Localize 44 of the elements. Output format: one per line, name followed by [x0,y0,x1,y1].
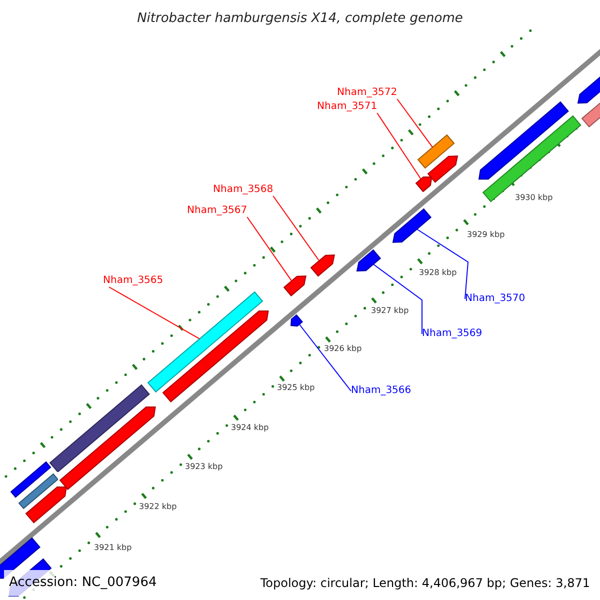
scale-label: 3927 kbp [371,306,409,316]
scale-label: 3923 kbp [185,462,223,472]
scale-label: 3926 kbp [324,344,362,354]
gene-feature [10,461,52,499]
gene-feature [356,249,382,272]
gene-label: Nham_3568 [213,184,274,196]
gene-label: Nham_3570 [465,293,526,305]
gene-label: Nham_3569 [422,328,482,340]
leader-line [373,264,422,334]
leader-line [416,228,469,300]
gene-label: Nham_3571 [317,101,378,113]
gene-feature [162,310,270,403]
scale-label: 3922 kbp [139,502,177,512]
leader-line [272,196,320,261]
gene-feature [18,472,58,510]
gene-feature [146,291,264,393]
scale-label: 3928 kbp [419,268,457,278]
gene-label: Nham_3566 [351,385,412,397]
gene-feature [415,176,434,192]
gene-feature [290,314,304,328]
gene-label: Nham_3567 [187,205,248,217]
leader-line [298,324,352,392]
leader-line [246,216,292,282]
gene-feature [310,254,335,277]
gene-label: Nham_3565 [103,275,164,287]
gene-feature [416,134,456,170]
gene-feature [392,208,432,244]
gene-feature [49,384,151,472]
scale-label: 3921 kbp [94,543,132,553]
leader-line [396,98,434,148]
scale-label: 3924 kbp [231,423,269,433]
scale-label: 3925 kbp [277,383,315,393]
gene-feature [427,154,459,184]
leader-line [376,112,422,180]
gene-feature [478,101,570,180]
title: Nitrobacter hamburgensis X14, complete genome [136,10,464,28]
gene-feature [482,115,582,203]
gene-feature [59,406,157,490]
leader-line [108,286,200,340]
gene-feature [24,486,68,524]
gene-feature [283,275,308,297]
gene-label: Nham_3572 [337,87,398,99]
scale-label: 3929 kbp [467,230,505,240]
scale-label: 3930 kbp [515,193,553,203]
